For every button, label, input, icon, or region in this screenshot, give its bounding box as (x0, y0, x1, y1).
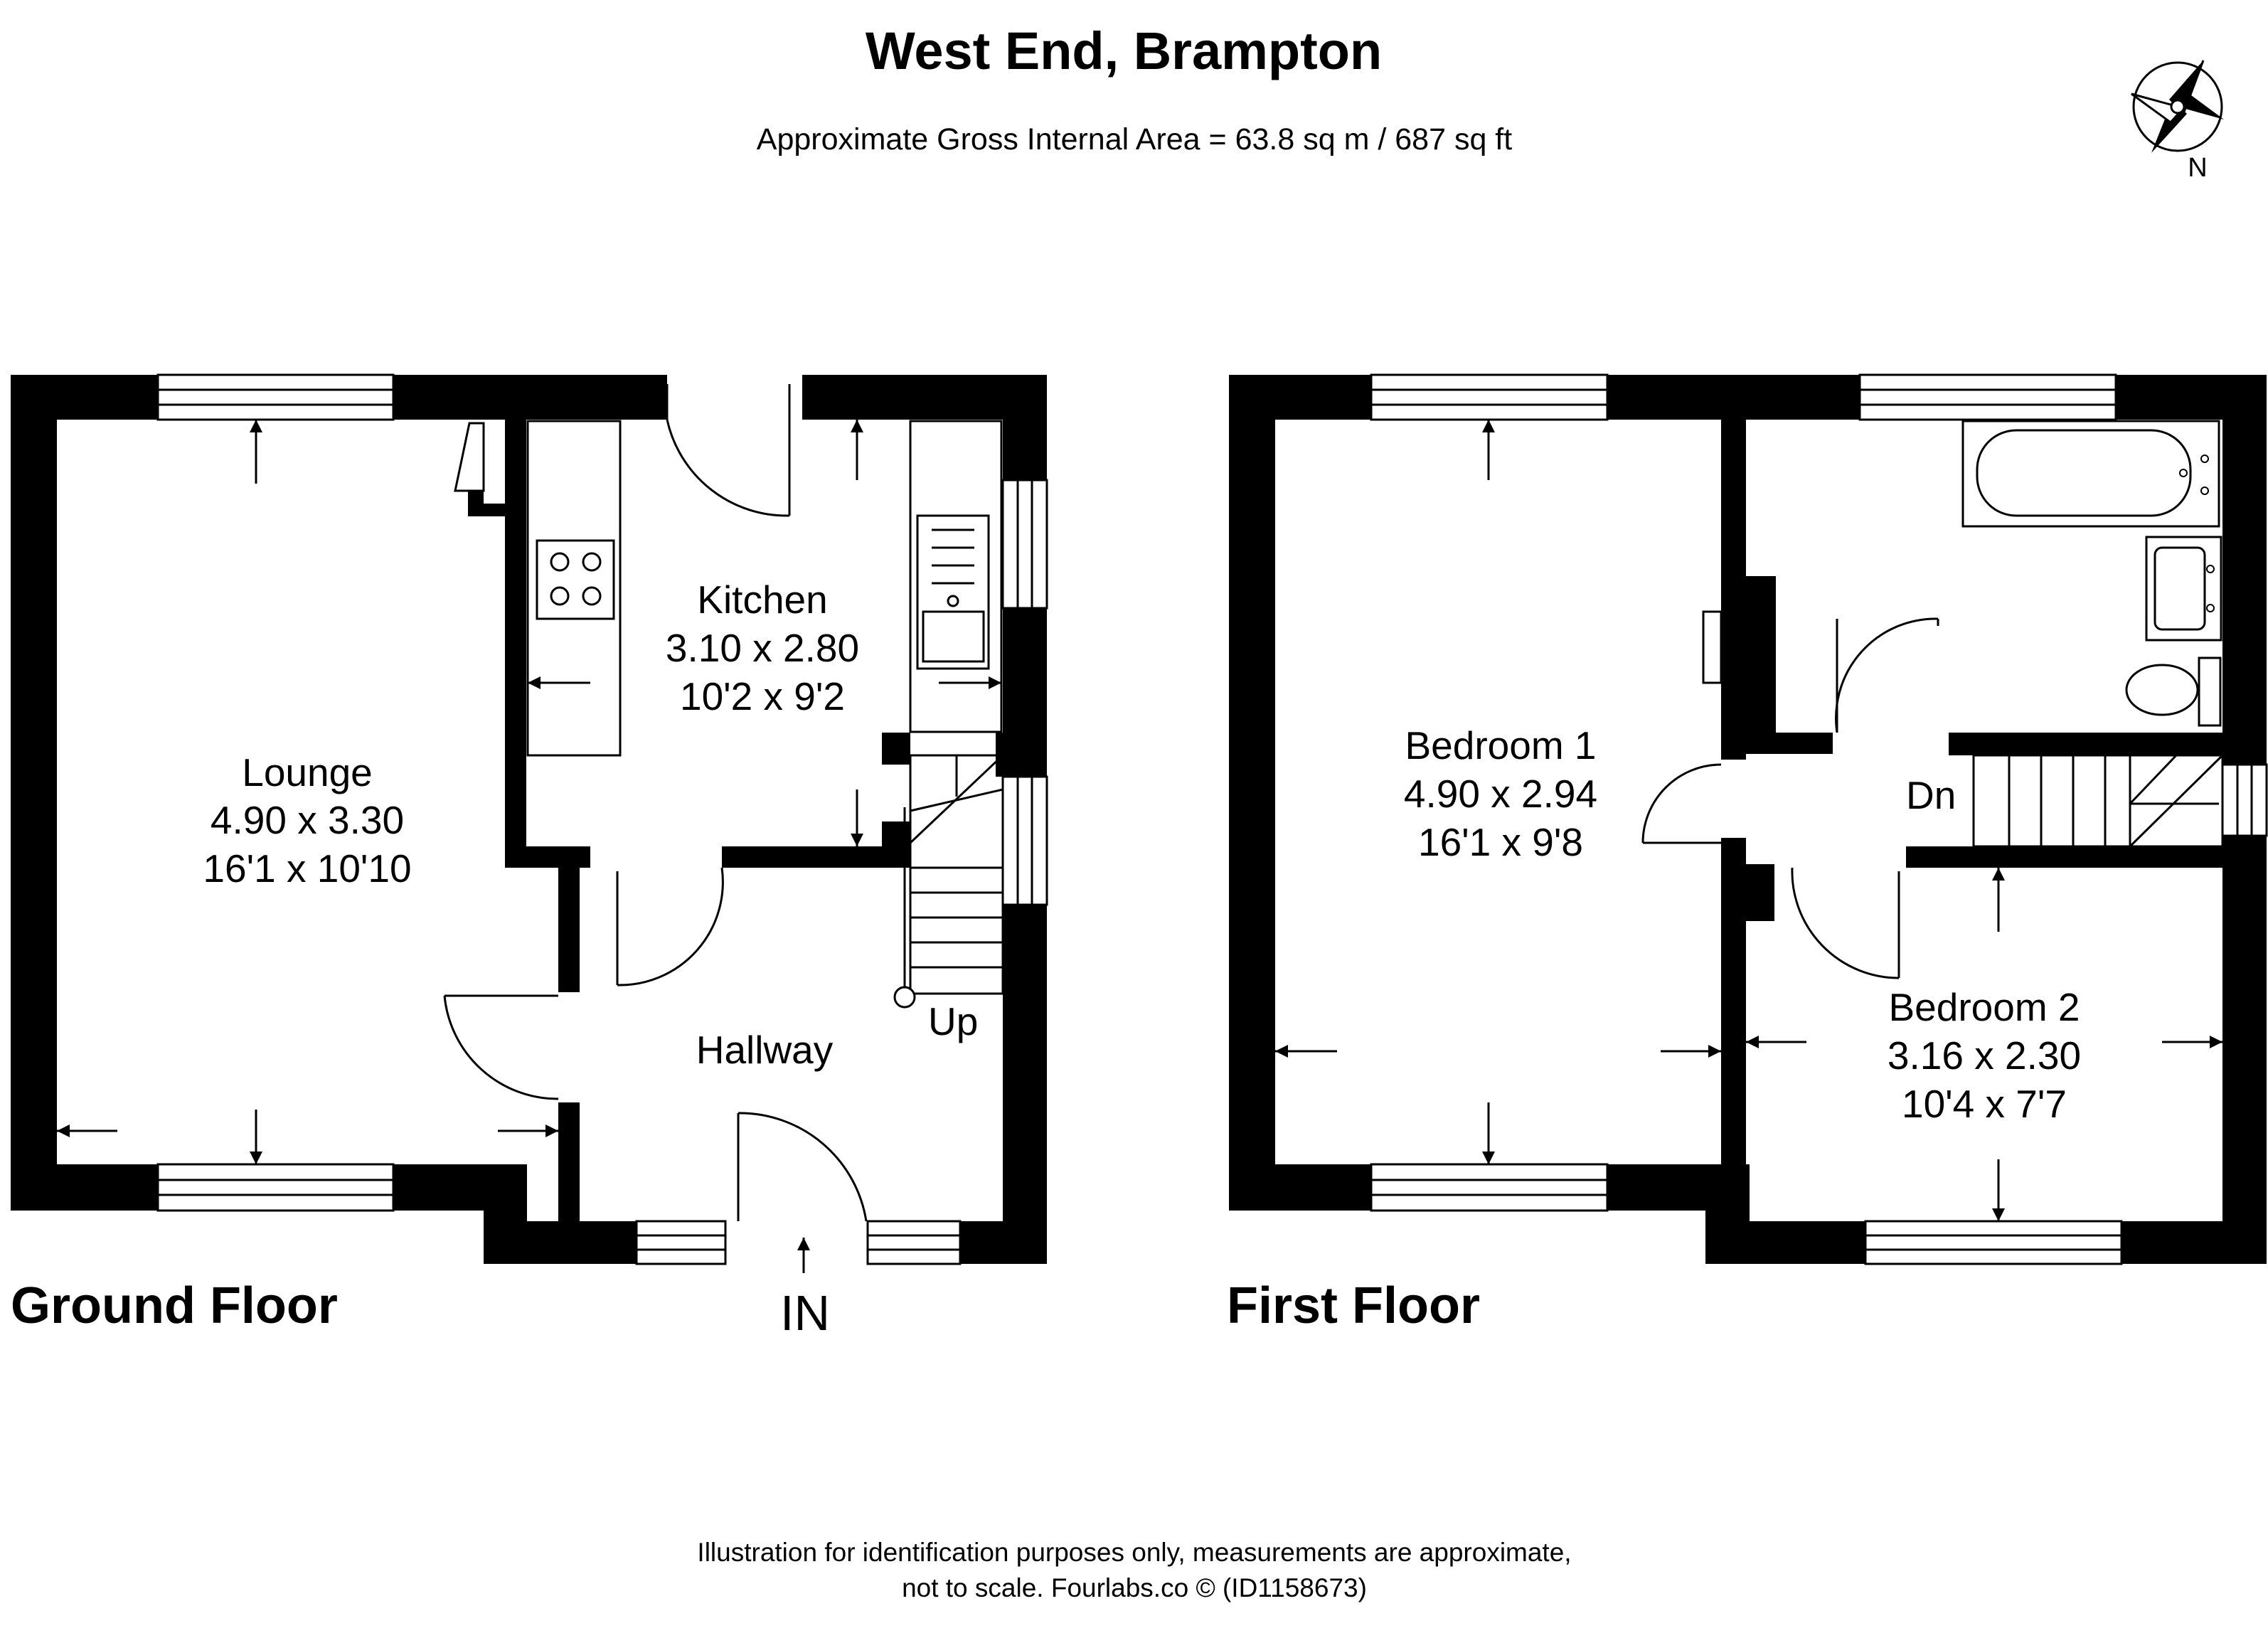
plan-title: West End, Brampton (866, 21, 1382, 80)
kitchen-sink-icon (916, 514, 990, 670)
plan-subtitle: Approximate Gross Internal Area = 63.8 s… (757, 122, 1512, 156)
room-imperial-bedroom-1: 16'1 x 9'8 (1418, 820, 1583, 864)
room-metric-bedroom-2: 3.16 x 2.30 (1888, 1033, 2081, 1078)
room-metric-bedroom-1: 4.90 x 2.94 (1404, 772, 1597, 816)
room-name-bedroom-2: Bedroom 2 (1888, 985, 2080, 1029)
bathroom-basin-icon (2145, 536, 2222, 642)
first-floor-label: First Floor (1227, 1277, 1480, 1334)
room-name-hallway: Hallway (696, 1028, 834, 1072)
toilet-icon (2125, 656, 2222, 727)
first-floor-plan (1229, 373, 2268, 1265)
staircase-up (893, 754, 1004, 1009)
hob-icon (536, 539, 615, 620)
room-imperial-lounge: 16'1 x 10'10 (203, 846, 411, 890)
room-imperial-bedroom-2: 10'4 x 7'7 (1902, 1082, 2067, 1126)
disclaimer-line-2: not to scale. Fourlabs.co © (ID1158673) (902, 1573, 1367, 1602)
room-metric-kitchen: 3.10 x 2.80 (666, 626, 859, 670)
stairs-down-label: Dn (1906, 773, 1956, 817)
room-name-kitchen: Kitchen (697, 578, 827, 622)
staircase-down (1972, 754, 2224, 848)
ground-floor-label: Ground Floor (11, 1277, 338, 1334)
room-name-bedroom-1: Bedroom 1 (1405, 723, 1596, 767)
bath-icon (1961, 420, 2220, 528)
room-metric-lounge: 4.90 x 3.30 (211, 798, 404, 842)
room-name-lounge: Lounge (242, 750, 373, 794)
compass-rose-icon (2131, 60, 2224, 153)
compass-north-label: N (2188, 153, 2207, 183)
disclaimer-line-1: Illustration for identification purposes… (697, 1538, 1571, 1567)
ground-floor-plan (11, 373, 1048, 1273)
entrance-label: IN (780, 1285, 830, 1341)
stairs-up-label: Up (928, 999, 978, 1043)
room-imperial-kitchen: 10'2 x 9'2 (680, 674, 845, 718)
